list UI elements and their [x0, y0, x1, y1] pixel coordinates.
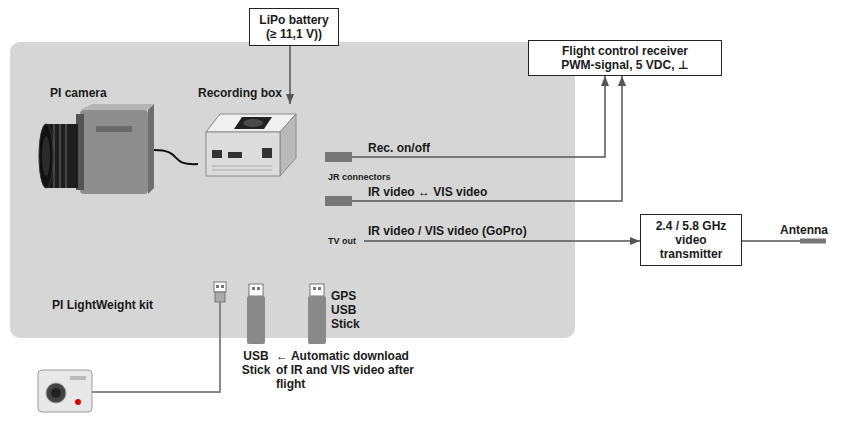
- usb-stick: [247, 284, 265, 344]
- gopro-camera: [38, 370, 92, 412]
- connector-label: TV out: [328, 236, 356, 247]
- box-vent: [212, 166, 272, 167]
- stick-label: USB Stick: [242, 349, 271, 377]
- camera-detail: [96, 126, 132, 132]
- connector-label: JR connectors: [328, 172, 391, 183]
- signal-line: [352, 76, 605, 157]
- usb-plug-pin: [221, 285, 224, 288]
- fan-blades: [243, 119, 263, 127]
- camera-body: [80, 110, 148, 194]
- camera-front-plate: [76, 114, 84, 190]
- camera-lens-barrel: [46, 124, 78, 188]
- power-arrow: [289, 46, 291, 104]
- camera-lens-glass: [42, 136, 50, 176]
- usb-pin: [313, 287, 316, 290]
- antenna-wire: [742, 240, 802, 242]
- antenna-label: Antenna: [780, 223, 828, 237]
- transmitter-box: 2.4 / 5.8 GHz video transmitter: [640, 214, 742, 266]
- usb-plug: [214, 282, 226, 292]
- gopro-lens-glass: [51, 388, 61, 398]
- antenna-rod: [800, 239, 826, 244]
- usb-plug-pin: [216, 285, 219, 288]
- usb-cable: [92, 302, 220, 392]
- lens-ring: [65, 124, 67, 188]
- recording-box-drawing: [206, 114, 296, 176]
- battery-box: LiPo battery (≥ 11,1 V)): [249, 8, 339, 46]
- part-name: PI camera: [50, 86, 107, 100]
- gopro-cable: [92, 282, 226, 392]
- camera-cable: [154, 150, 198, 164]
- box-fan: [234, 117, 272, 129]
- usb-body: [308, 296, 326, 344]
- signal-line: [352, 76, 622, 201]
- stick-label: GPS USB Stick: [331, 289, 360, 331]
- signal-label: IR video / VIS video (GoPro): [368, 224, 527, 238]
- pi-camera-drawing: [39, 104, 154, 194]
- usb-pin: [318, 287, 321, 290]
- box-text: 2.4 / 5.8 GHz video transmitter: [646, 219, 736, 261]
- recording-box-node: Recording box: [198, 104, 306, 180]
- box-front: [206, 132, 280, 176]
- camera-lens: [39, 124, 53, 188]
- video-line: [364, 240, 640, 242]
- usb-connector: [310, 284, 324, 296]
- signal-label: IR video ↔ VIS video: [368, 185, 487, 199]
- camera-top: [80, 104, 154, 110]
- gps-usb-stick: [308, 284, 326, 344]
- box-text: Flight control receiver: [534, 44, 716, 58]
- receiver-box: Flight control receiverPWM-signal, 5 VDC…: [528, 40, 722, 76]
- gopro-record-dot: [75, 399, 81, 405]
- gopro-logo: [70, 376, 86, 380]
- usb-pin: [257, 287, 260, 290]
- note-label: ← Automatic download of IR and VIS video…: [276, 349, 416, 391]
- camera-node: PI camera: [34, 104, 154, 200]
- kit-panel: PI LightWeight kitPI cameraRecording box: [10, 42, 575, 338]
- usb-body: [247, 296, 265, 344]
- jr-connector: [325, 152, 352, 162]
- box-text: PWM-signal, 5 VDC, ⊥: [534, 58, 716, 72]
- box-port: [262, 148, 272, 158]
- part-name: PI LightWeight kit: [52, 298, 153, 312]
- jr-connector: [325, 196, 352, 206]
- box-top: [206, 114, 296, 132]
- usb-pin: [252, 287, 255, 290]
- gopro-lens: [46, 383, 66, 403]
- signal-label: Rec. on/off: [368, 141, 430, 155]
- box-vent: [212, 170, 272, 171]
- usb-plug-body: [215, 292, 225, 302]
- box-text: LiPo battery (≥ 11,1 V)): [255, 13, 333, 41]
- antenna: [742, 241, 826, 242]
- lens-ring: [53, 124, 55, 188]
- box-port: [228, 152, 242, 158]
- usb-connector: [249, 284, 263, 296]
- box-port: [212, 150, 222, 158]
- part-name: Recording box: [198, 86, 282, 100]
- box-side: [280, 114, 296, 176]
- camera-side: [148, 104, 154, 194]
- lens-ring: [59, 124, 61, 188]
- gopro-body: [38, 370, 92, 412]
